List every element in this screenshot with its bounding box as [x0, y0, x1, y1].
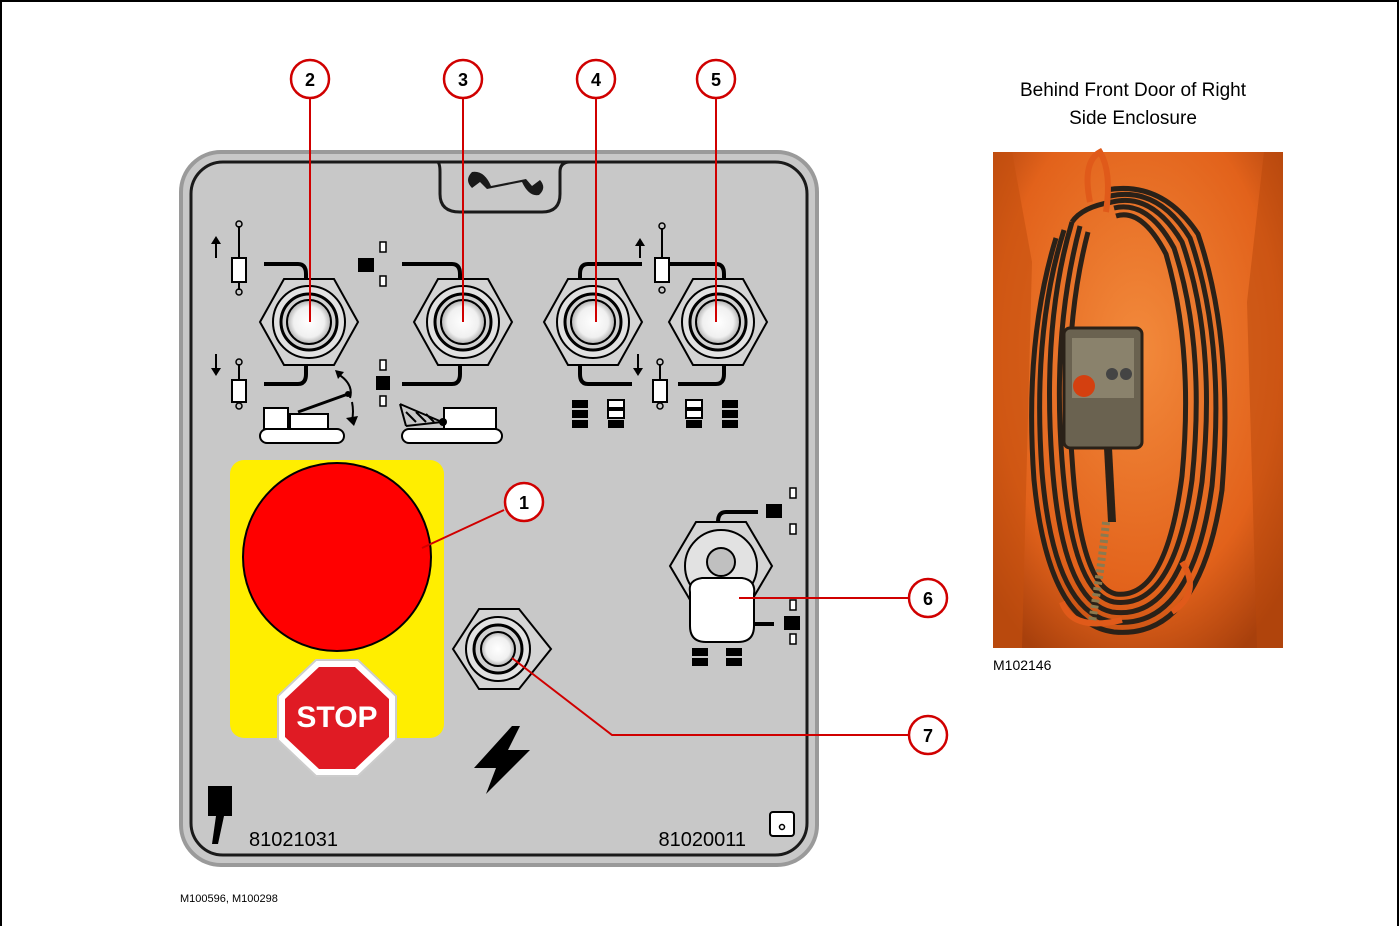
callout-7: 7: [909, 716, 947, 754]
callout-label: 3: [458, 70, 468, 90]
photo-caption-line-1: Behind Front Door of Right: [1020, 80, 1247, 101]
callout-label: 1: [519, 493, 529, 513]
callout-1: 1: [505, 483, 543, 521]
small-square-icon: [770, 812, 794, 836]
part-number-right: 81020011: [659, 829, 747, 851]
photo-id: M102146: [993, 657, 1052, 673]
callout-label: 5: [711, 70, 721, 90]
callout-label: 7: [923, 726, 933, 746]
callout-3: 3: [444, 60, 482, 98]
enclosure-photo: [993, 152, 1283, 648]
control-panel: STOP: [181, 152, 817, 865]
emergency-stop-button[interactable]: [243, 463, 431, 651]
part-number-left: 81021031: [249, 829, 338, 851]
photo-caption-line-2: Side Enclosure: [1069, 108, 1197, 129]
callout-2: 2: [291, 60, 329, 98]
callout-5: 5: [697, 60, 735, 98]
callout-label: 4: [591, 70, 601, 90]
callout-6: 6: [909, 579, 947, 617]
callout-4: 4: [577, 60, 615, 98]
stop-label: STOP: [296, 701, 377, 734]
figure-ids: M100596, M100298: [180, 893, 278, 905]
callout-label: 2: [305, 70, 315, 90]
callout-label: 6: [923, 589, 933, 609]
